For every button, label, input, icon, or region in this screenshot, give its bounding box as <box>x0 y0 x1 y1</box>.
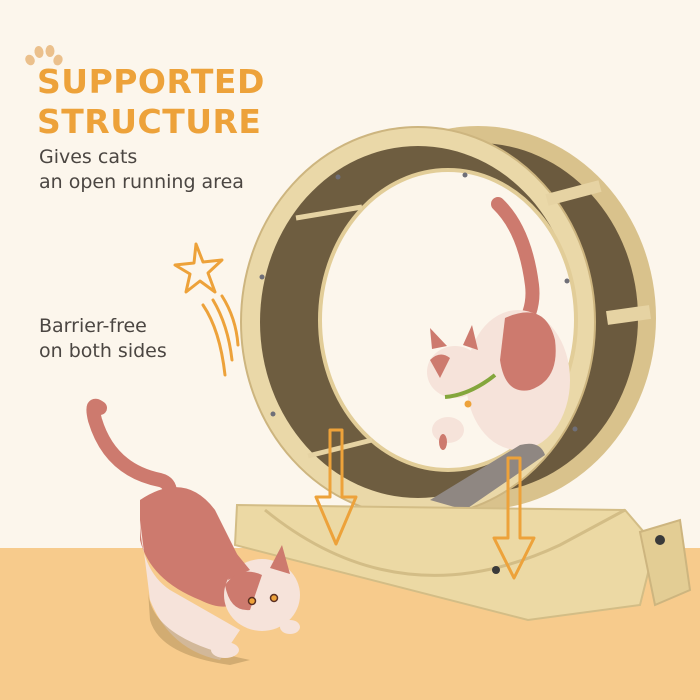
running-cat-illustration <box>427 197 570 510</box>
crouching-cat-illustration <box>86 398 300 665</box>
feature-headline: SUPPORTED STRUCTURE <box>37 62 265 142</box>
headline-line-2: STRUCTURE <box>37 102 262 141</box>
secondary-description: Barrier-free on both sides <box>39 314 167 364</box>
shooting-star-icon <box>173 242 240 377</box>
secondary-line-1: Barrier-free <box>39 315 147 337</box>
paw-print-icon <box>25 45 63 66</box>
down-arrow-icon <box>314 428 358 546</box>
feature-description: Gives cats an open running area <box>39 145 244 195</box>
cat-wheel <box>240 126 656 527</box>
down-arrow-icon <box>492 456 536 580</box>
headline-line-1: SUPPORTED <box>37 62 265 101</box>
wheel-base-stand <box>233 503 692 622</box>
description-line-2: an open running area <box>39 171 244 193</box>
description-line-1: Gives cats <box>39 146 138 168</box>
secondary-line-2: on both sides <box>39 340 167 362</box>
